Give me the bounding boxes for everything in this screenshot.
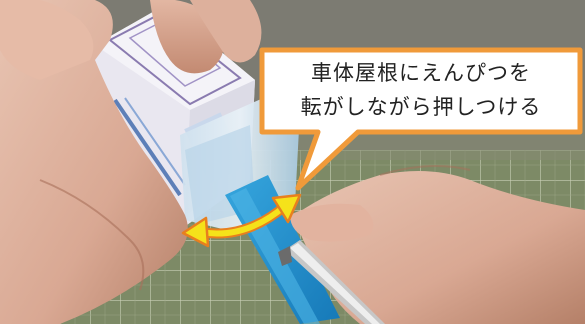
- pen: [278, 240, 385, 324]
- double-headed-curved-arrow-icon: [181, 193, 302, 248]
- callout-bubble: [259, 47, 583, 191]
- callout-text: 車体屋根にえんぴつを 転がしながら押しつける: [262, 56, 580, 124]
- right-hand: [290, 165, 585, 324]
- callout-line-1: 車体屋根にえんぴつを: [311, 61, 531, 85]
- left-hand: [0, 0, 262, 324]
- callout-line-2: 転がしながら押しつける: [300, 95, 542, 119]
